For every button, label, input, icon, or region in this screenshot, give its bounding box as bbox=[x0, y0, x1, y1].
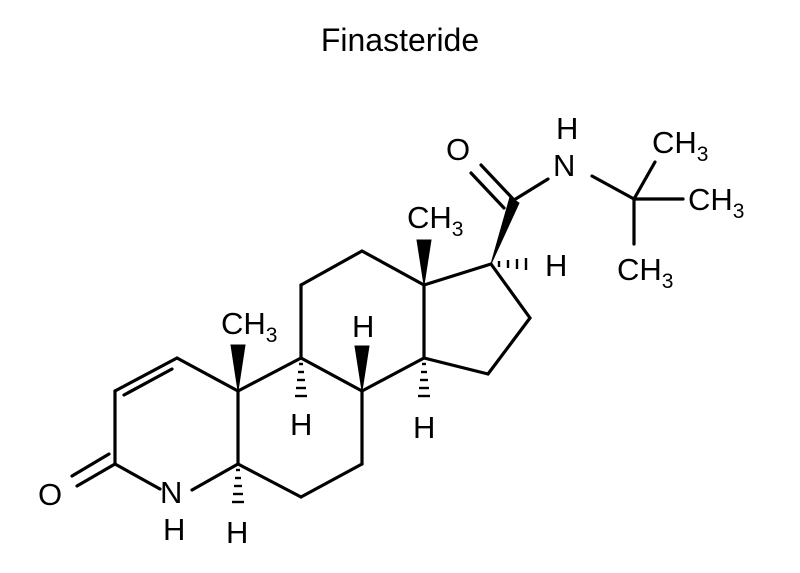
wedge-c10-ch3 bbox=[230, 344, 246, 392]
bond-c10-c9 bbox=[236, 356, 303, 393]
diagram-title: Finasteride bbox=[320, 22, 480, 58]
bond-c20-o-double bbox=[469, 171, 506, 210]
atom-n-lactam: N bbox=[160, 475, 182, 510]
bond-c1-c2-double bbox=[122, 367, 174, 397]
atom-n-amide: N bbox=[553, 148, 575, 183]
hash-c9-h bbox=[295, 362, 307, 398]
bond-c3-n4 bbox=[113, 462, 162, 491]
atom-ch3-tbu-bottom: CH3 bbox=[617, 252, 673, 293]
bond-c20-o bbox=[479, 163, 516, 202]
bond-n-ctbu bbox=[590, 174, 636, 201]
bond-c17-c16 bbox=[489, 262, 532, 320]
hash-c14-h bbox=[418, 362, 430, 398]
bond-c13-c17 bbox=[422, 262, 493, 287]
bond-c16-c15 bbox=[486, 316, 532, 376]
bond-c20-n bbox=[512, 177, 550, 202]
bond-n4-c5 bbox=[190, 462, 240, 492]
wedge-c13-ch3 bbox=[416, 239, 432, 286]
atom-ch3-tbu-top: CH3 bbox=[652, 125, 708, 166]
hash-c5-h bbox=[232, 468, 244, 504]
bond-c3-o-double bbox=[70, 452, 111, 478]
atom-o-lactam: O bbox=[38, 477, 62, 512]
bond-c1-c2 bbox=[113, 356, 179, 393]
atom-h-n-amide: H bbox=[556, 111, 578, 146]
bond-c7-c6 bbox=[299, 462, 364, 499]
atom-h-c8: H bbox=[352, 309, 374, 344]
bond-c12-c13 bbox=[360, 249, 426, 287]
atom-h-c17: H bbox=[545, 248, 567, 283]
atom-h-c5: H bbox=[226, 515, 248, 550]
bond-c9-c8 bbox=[299, 356, 364, 393]
atom-h-n-lactam: H bbox=[163, 512, 185, 547]
bond-c3-o bbox=[75, 462, 117, 488]
atom-ch3-tbu-right: CH3 bbox=[688, 182, 744, 223]
atom-h-c9: H bbox=[290, 407, 312, 442]
bond-c11-c12 bbox=[299, 249, 364, 287]
atom-ch3-c13: CH3 bbox=[407, 200, 463, 241]
atom-o-amide: O bbox=[446, 132, 470, 167]
bond-c6-c5 bbox=[236, 462, 303, 499]
atom-ch3-c10: CH3 bbox=[221, 306, 277, 347]
bond-c14-c8 bbox=[360, 356, 426, 393]
bond-ctbu-ch3-top bbox=[632, 160, 657, 201]
atom-h-c14: H bbox=[413, 410, 435, 445]
bond-c10-c1 bbox=[175, 356, 240, 393]
wedge-c8-h bbox=[354, 345, 370, 392]
hash-c17-h bbox=[497, 258, 528, 270]
bond-c15-c14 bbox=[422, 356, 490, 376]
